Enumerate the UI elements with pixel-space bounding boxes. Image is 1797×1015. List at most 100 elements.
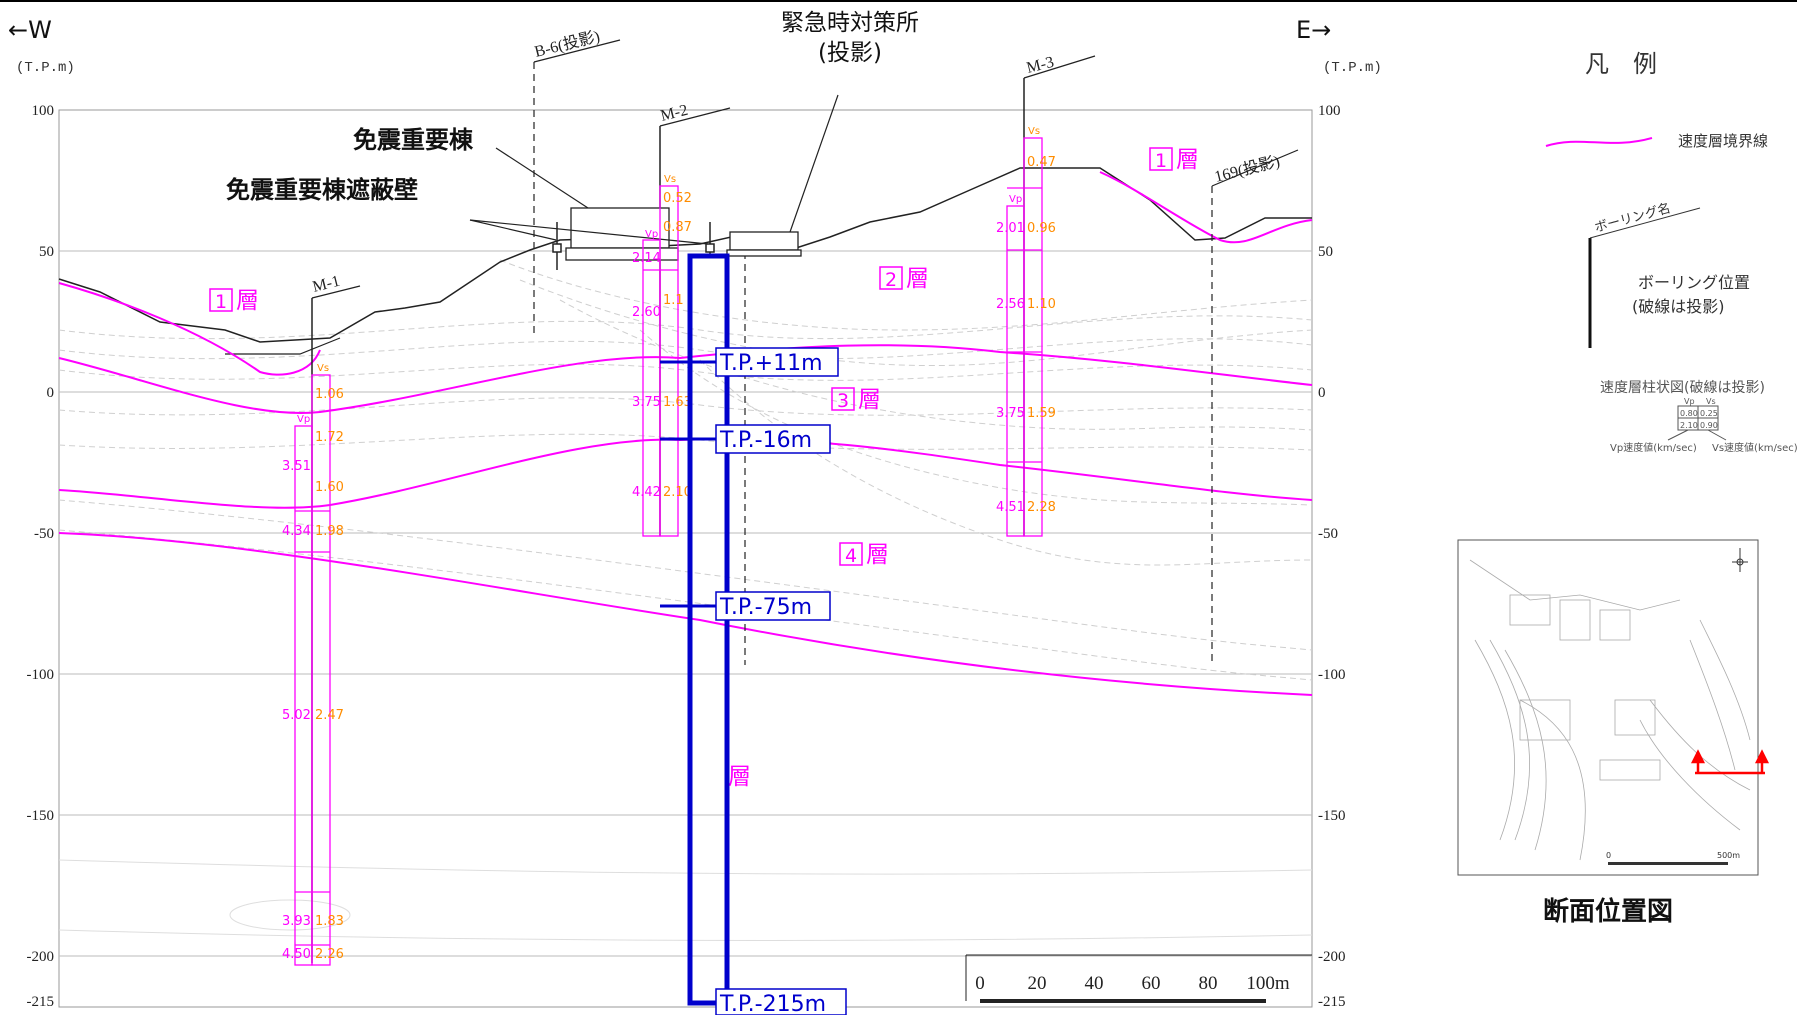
legend-sample-val: 0.90 <box>1700 421 1718 430</box>
legend-sample-val: 0.25 <box>1700 409 1718 418</box>
emergency-title-line1: 緊急時対策所 <box>781 10 919 36</box>
m1-vs-value: 2.47 <box>315 708 344 723</box>
m2-vp-value: 2.60 <box>632 305 661 320</box>
emergency-building-body <box>729 231 799 251</box>
layer2-box <box>879 266 903 290</box>
north-arrow-icon <box>1732 548 1748 572</box>
m1-vp-box <box>294 425 313 966</box>
m3-vp-head: Vp <box>1009 194 1022 205</box>
legend-boring-pos-2: (破線は投影) <box>1632 297 1725 316</box>
building-leader <box>495 147 589 209</box>
shield-walls <box>552 222 715 270</box>
m2-vs-value: 1.1 <box>663 293 684 308</box>
y-tick-label: -100 <box>27 667 55 683</box>
m1-vp-value: 3.93 <box>282 914 311 929</box>
m1-vs-value: 1.60 <box>315 480 344 495</box>
layer1-text-left: 層 <box>236 288 259 314</box>
borehole-b6-label: B-6(投影) <box>533 27 602 61</box>
legend-vp-leader <box>1667 429 1689 441</box>
layer1-text-right: 層 <box>1176 147 1199 173</box>
m1-vs-value: 2.26 <box>315 947 344 962</box>
east-label: E→ <box>1296 16 1331 44</box>
building-base <box>565 247 679 261</box>
boundary-line <box>58 532 1313 696</box>
y-tick-label: 0 <box>47 385 55 401</box>
borehole-m2-leader <box>659 107 731 127</box>
m2-vs-value: 0.87 <box>663 220 692 235</box>
velocity-column-m1 <box>294 374 331 966</box>
legend-boundary-line <box>1545 137 1653 147</box>
layer4-num: 4 <box>845 545 857 567</box>
m3-vp-value: 4.51 <box>996 500 1025 515</box>
m2-vs-value: 0.52 <box>663 191 692 206</box>
boundary-line <box>58 282 321 376</box>
scale-bar-label: 20 <box>1028 973 1047 994</box>
scale-bar-label: 100m <box>1246 973 1290 994</box>
y-tick-label: 50 <box>1318 244 1333 260</box>
shield-wall-left-cap <box>552 243 562 253</box>
tp-m16-label: T.P.-16m <box>719 428 812 453</box>
m1-vp-value: 4.34 <box>282 524 311 539</box>
m3-vs-head: Vs <box>1028 126 1040 137</box>
geologic-strata <box>58 259 1313 681</box>
y-tick-label: -150 <box>27 808 55 824</box>
layer4-box <box>839 542 863 566</box>
boundary-line <box>1099 171 1313 244</box>
borehole-169-label: 169(投影) <box>1213 152 1282 186</box>
legend-boring-leader <box>1589 207 1701 239</box>
m2-vs-head: Vs <box>664 174 676 185</box>
m3-vs-value: 0.47 <box>1027 155 1056 170</box>
scale-bar-label: 80 <box>1199 973 1218 994</box>
m1-vs-box <box>311 374 331 966</box>
m3-vs-value: 0.96 <box>1027 221 1056 236</box>
legend: 凡 例 速度層境界線 ボーリング名 ボーリング位置 (破線は投影) 速度層柱状図… <box>1545 50 1797 454</box>
legend-sample-vs-head: Vs <box>1706 397 1716 406</box>
layer3-box <box>831 387 855 411</box>
tp-m75-label: T.P.-75m <box>719 595 812 620</box>
west-label: ←W <box>8 16 52 44</box>
scale-bar-label: 0 <box>975 973 985 994</box>
m1-vs-head: Vs <box>317 363 329 374</box>
section-line-marker <box>1690 749 1770 775</box>
location-map-scale: 0 500m <box>1606 851 1740 865</box>
borehole-m1-leader <box>311 285 361 299</box>
unit-right: (T.P.m) <box>1323 60 1382 76</box>
layer5-text: 層 <box>728 764 751 790</box>
scale-bar-bar <box>980 999 1266 1003</box>
location-map-scale-bar <box>1608 862 1728 865</box>
m1-values: 1.06 1.72 3.51 1.60 4.34 1.98 5.02 2.47 … <box>282 387 344 962</box>
emergency-leader <box>789 94 839 233</box>
m1-vp-value: 5.02 <box>282 708 311 723</box>
legend-sample-val: 0.80 <box>1680 409 1698 418</box>
legend-column-title: 速度層柱状図(破線は投影) <box>1600 380 1765 396</box>
y-tick-label: -100 <box>1318 667 1346 683</box>
m3-vs-value: 2.28 <box>1027 500 1056 515</box>
m1-vp-value: 3.51 <box>282 459 311 474</box>
geologic-strata-deep <box>58 859 1313 941</box>
location-map-caption: 断面位置図 <box>1543 896 1673 927</box>
m1-vs-value: 1.72 <box>315 430 344 445</box>
m2-vp-value: 3.75 <box>632 395 661 410</box>
borehole-m3-leader <box>1023 55 1096 79</box>
scale-bar-label: 40 <box>1085 973 1104 994</box>
grid-lines <box>59 250 1312 957</box>
tp-m75-box <box>715 591 831 621</box>
legend-vs-caption: Vs速度値(km/sec) <box>1712 441 1797 454</box>
legend-boundary-label: 速度層境界線 <box>1678 132 1768 150</box>
y-tick-label: 100 <box>32 103 55 119</box>
layer1-num-left: 1 <box>215 291 227 313</box>
annotation-leaders <box>469 94 839 245</box>
m2-vs-value: 2.10 <box>663 485 692 500</box>
y-axis-right: 100 50 0 -50 -100 -150 -200 -215 <box>1318 103 1346 1010</box>
m2-vp-value: 2.14 <box>632 251 661 266</box>
layer2-num: 2 <box>885 269 897 291</box>
m1-vs-value: 1.98 <box>315 524 344 539</box>
emergency-title-line2: (投影) <box>818 40 882 66</box>
legend-boring-pos-1: ボーリング位置 <box>1638 273 1750 292</box>
borehole-m1-label: M-1 <box>311 273 342 296</box>
y-axis-left: 100 50 0 -50 -100 -150 -200 -215 <box>27 103 55 1010</box>
layer1-num-right: 1 <box>1155 150 1167 172</box>
location-map-contours <box>1469 559 1751 861</box>
m3-values: 0.47 2.01 0.96 2.56 1.10 3.75 1.59 4.51 … <box>996 155 1056 515</box>
building-body <box>570 207 670 249</box>
